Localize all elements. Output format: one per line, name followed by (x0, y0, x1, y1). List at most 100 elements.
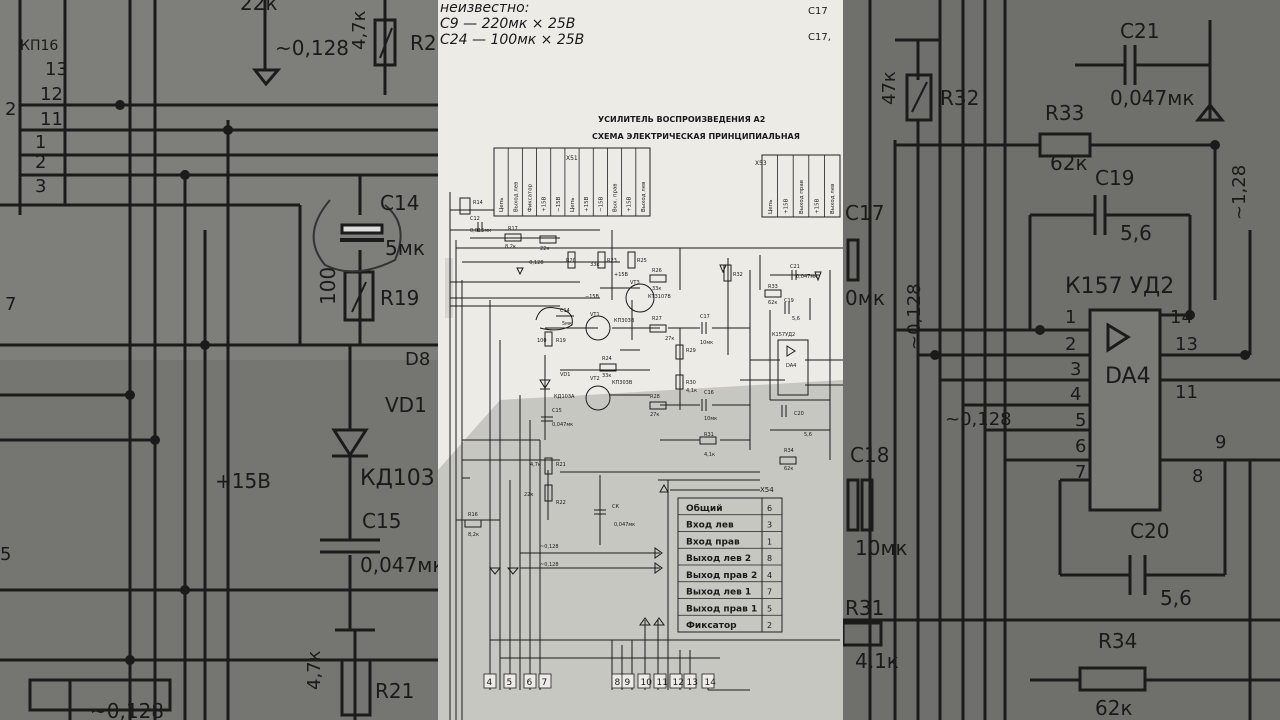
lz-n3: 3 (35, 176, 46, 197)
bottom-pin-box (637, 673, 651, 689)
lbl-da4t: К157УД2 (772, 332, 795, 338)
lz-22k: 22к (240, 0, 278, 15)
x53-pin-label: +15В (815, 198, 821, 214)
lbl-r34v: 62к (784, 466, 793, 472)
x51-pin-label: −15В (598, 196, 604, 212)
lbl-r28: R28 (650, 394, 660, 400)
lz-c15v: 0,047мк (360, 553, 444, 577)
lz-d8: D8 (405, 349, 430, 370)
lbl-c16v: 10мк (704, 416, 717, 422)
lbl-v0128c: ~0,128 (540, 562, 559, 568)
x54-row-pin: 8 (767, 554, 772, 563)
lbl-c14v: 5мк (562, 321, 572, 327)
lz-n2: 2 (35, 152, 46, 173)
rz-p2: 2 (1065, 334, 1076, 355)
lz-bottom: ~0,128 (90, 699, 164, 720)
bottom-pin-box (483, 673, 497, 689)
rz-c20: C20 (1130, 519, 1169, 543)
lbl-r31: R31 (704, 432, 714, 438)
lz-n11: 11 (40, 109, 63, 130)
x53-label: Х53 (755, 160, 767, 167)
lbl-r20: R20 (566, 258, 576, 264)
lbl-r24v: 33к (602, 373, 611, 379)
lbl-vt3t: КТ3107В (648, 294, 671, 300)
bottom-pin-number: 6 (527, 678, 533, 688)
lbl-r33: R33 (768, 284, 778, 290)
x51-pin-label: +15В (584, 196, 590, 212)
lbl-c12: C12 (470, 216, 480, 222)
lbl-c19: C19 (784, 298, 794, 304)
lbl-vt3: VT3 (630, 280, 640, 286)
lbl-r21: R21 (556, 462, 566, 468)
x54-row-label: Вход лев (686, 521, 734, 531)
rz-c18: C18 (850, 443, 889, 467)
rz-p5: 5 (1075, 410, 1086, 431)
lbl-r17v: 8,2к (505, 244, 516, 250)
bottom-pin-box (621, 673, 635, 689)
x54-row-pin: 4 (767, 571, 772, 580)
note-c24: С24 — 100мк × 25В (440, 32, 584, 48)
lz-n12: 12 (40, 84, 63, 105)
lbl-vd1: VD1 (560, 372, 570, 378)
rz-p8: 8 (1192, 466, 1203, 487)
lbl-r23v: 33к (590, 262, 599, 268)
lbl-r27: R27 (652, 316, 662, 322)
lbl-r26: R26 (652, 268, 662, 274)
x54-row-label: Фиксатор (686, 621, 737, 631)
rz-mk: 0мк (845, 286, 885, 310)
bottom-pin-box (683, 673, 697, 689)
rz-v0128: ~0,128 (904, 283, 925, 350)
lbl-r16: R16 (468, 512, 478, 518)
lz-r21: R21 (375, 679, 414, 703)
lbl-r29: R29 (686, 348, 696, 354)
lbl-r30v: 4,1к (686, 388, 697, 394)
rz-p4: 4 (1070, 384, 1081, 405)
lbl-0128: ~0,128 (525, 260, 544, 266)
rz-r33: R33 (1045, 101, 1084, 125)
rz-c17: C17 (845, 201, 884, 225)
x51-pin-label: Выход лев (513, 182, 519, 212)
lbl-m15: −15В (585, 294, 600, 300)
lz-r2: R2 (410, 31, 437, 55)
note-unknown: неизвестно: (440, 0, 529, 16)
schematic-title: УСИЛИТЕЛЬ ВОСПРОИЗВЕДЕНИЯ А2 (598, 115, 765, 124)
rz-r34v: 62к (1095, 696, 1133, 720)
lbl-r32: R32 (733, 272, 743, 278)
lz-c14v: 5мк (385, 236, 425, 260)
rz-p13: 13 (1175, 334, 1198, 355)
lz-c14: C14 (380, 191, 419, 215)
lz-x5: 5 (0, 544, 11, 565)
lbl-c20: C20 (794, 411, 804, 417)
x51-label: Х51 (566, 155, 578, 162)
x54-row-label: Выход прав 2 (686, 571, 757, 581)
lbl-r22v: 22к (524, 492, 533, 498)
lbl-p15: +15В (614, 272, 629, 278)
lbl-r30: R30 (686, 380, 696, 386)
lbl-c15: C15 (552, 408, 562, 414)
rz-c18v: 10мк (855, 536, 908, 560)
lz-r21v: 4,7к (304, 650, 325, 690)
lz-0128: ~0,128 (275, 36, 349, 60)
lz-kd: КД103 (360, 466, 435, 491)
rz-r32: R32 (940, 86, 979, 110)
lbl-r19: R19 (556, 338, 566, 344)
lz-x7: 7 (5, 294, 16, 315)
x54-row-label: Выход лев 1 (686, 588, 751, 598)
lbl-c20v: 5,6 (804, 432, 812, 438)
lbl-r33v: 62к (768, 300, 777, 306)
lbl-r14: R14 (473, 200, 483, 206)
lbl-vd1t: КД103А (554, 394, 575, 400)
lbl-c16: C16 (704, 390, 714, 396)
x53-pin-label: Выход лев (830, 184, 836, 214)
lz-kp: КП16 (20, 38, 58, 54)
lbl-c21v: 0,047мк (796, 274, 817, 280)
x54-row-pin: 2 (767, 621, 772, 630)
x54-row-pin: 3 (767, 521, 772, 530)
schematic-paper: неизвестно: С9 — 220мк × 25В С24 — 100мк… (438, 0, 843, 720)
lz-r19v: 100 (316, 267, 340, 305)
x51-pin-label: Выход лев (641, 182, 647, 212)
lbl-c17v: 10мк (700, 340, 713, 346)
